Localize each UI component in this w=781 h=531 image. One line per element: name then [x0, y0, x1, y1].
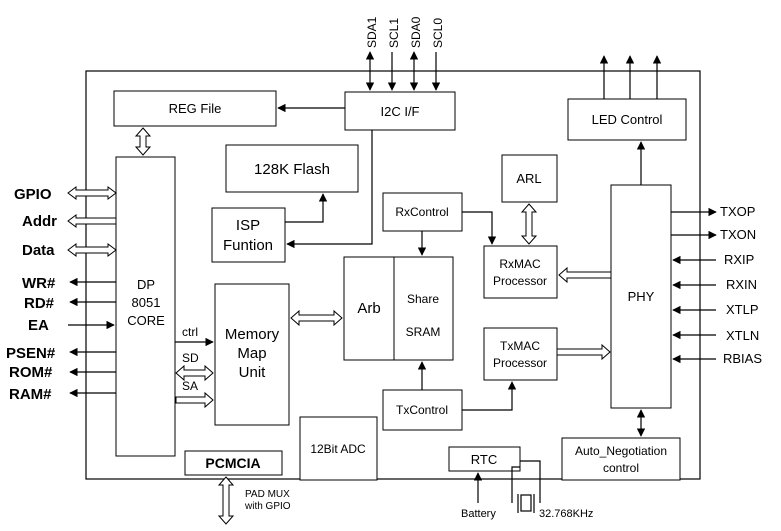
cpu-label-3: CORE — [127, 313, 165, 328]
padmux-label-1: PAD MUX — [245, 489, 290, 500]
pcmcia-label: PCMCIA — [205, 455, 260, 471]
sd-bus-arrow — [175, 364, 214, 382]
chip-outline — [85, 70, 701, 480]
autoneg-block: Auto_Negotiation control — [561, 437, 681, 481]
padmux-label-2: with GPIO — [244, 501, 291, 512]
txmac-label-1: TxMAC — [500, 339, 540, 353]
i2c-block: I2C I/F — [344, 91, 456, 131]
isp-label-1: ISP — [236, 217, 260, 234]
i2c-pin-sda1: SDA1 — [365, 16, 379, 48]
reg-file-label: REG File — [169, 101, 222, 116]
sa-label: SA — [182, 379, 198, 393]
led-output-arrows — [599, 55, 662, 99]
signal-ram: RAM# — [9, 386, 52, 403]
internal-connections — [277, 103, 646, 513]
sa-bus-arrow — [175, 391, 214, 409]
right-line-arrows — [671, 207, 717, 364]
arl-block: ARL — [501, 154, 558, 203]
signal-rom: ROM# — [9, 364, 53, 381]
signal-xtln: XTLN — [726, 328, 759, 343]
ctrl-label: ctrl — [182, 325, 198, 339]
mmu-label-1: Memory — [225, 326, 280, 343]
rxcontrol-block: RxControl — [382, 192, 463, 232]
isp-label-2: Funtion — [223, 237, 273, 254]
signal-rxin: RXIN — [726, 277, 757, 292]
led-label: LED Control — [592, 112, 663, 127]
signal-rxip: RXIP — [724, 252, 754, 267]
rxcontrol-label: RxControl — [395, 205, 448, 219]
autoneg-label-1: Auto_Negotiation — [575, 444, 667, 458]
autoneg-label-2: control — [603, 461, 639, 475]
txcontrol-label: TxControl — [396, 403, 448, 417]
phy-rxmac-bus — [558, 266, 612, 284]
mmu-label-2: Map — [237, 345, 266, 362]
addr-bus-arrow — [67, 214, 117, 228]
signal-txon: TXON — [720, 227, 756, 242]
mmu-label-3: Unit — [239, 364, 267, 381]
bus-labels: ctrl SD SA — [182, 325, 199, 393]
led-block: LED Control — [567, 98, 687, 141]
rxmac-block: RxMAC Processor — [483, 245, 558, 299]
data-bus-arrow — [67, 243, 117, 257]
left-signal-labels: GPIO Addr Data WR# RD# EA PSEN# ROM# RAM… — [6, 186, 57, 403]
txmac-label-2: Processor — [493, 356, 547, 370]
signal-addr: Addr — [22, 213, 57, 230]
i2c-pin-sda0: SDA0 — [409, 16, 423, 48]
left-bus-arrows — [67, 186, 117, 257]
crystal-label: 32.768KHz — [539, 508, 593, 520]
flash-block: 128K Flash — [225, 144, 359, 193]
arb-label: Arb — [357, 300, 380, 317]
rxmac-label-2: Processor — [493, 274, 547, 288]
pcmcia-padmux-bus — [217, 476, 235, 525]
cpu-label-1: DP — [137, 277, 155, 292]
rtc-label: RTC — [471, 452, 497, 467]
mmu-block: Memory Map Unit — [214, 283, 290, 426]
i2c-pin-labels: SDA1 SCL1 SDA0 SCL0 — [365, 16, 445, 48]
cpu-block: DP 8051 CORE — [115, 156, 176, 457]
i2c-pin-scl1: SCL1 — [387, 18, 401, 48]
arb-sram-block: Arb Share SRAM — [343, 256, 454, 361]
i2c-pin-scl0: SCL0 — [431, 18, 445, 48]
signal-ea: EA — [28, 317, 49, 334]
rtc-block: RTC — [448, 446, 521, 472]
internal-bus-arrows — [134, 127, 612, 525]
right-signal-labels: TXOP TXON RXIP RXIN XTLP XTLN RBIAS — [720, 204, 762, 366]
signal-psen: PSEN# — [6, 345, 56, 362]
sd-label: SD — [182, 351, 199, 365]
signal-gpio: GPIO — [14, 186, 52, 203]
signal-rbias: RBIAS — [723, 351, 762, 366]
arl-label: ARL — [516, 171, 541, 186]
txmac-block: TxMAC Processor — [483, 327, 558, 381]
rxmac-label-1: RxMAC — [499, 257, 541, 271]
signal-txop: TXOP — [720, 204, 755, 219]
signal-wr: WR# — [22, 275, 56, 292]
reg-file-block: REG File — [113, 90, 277, 127]
battery-label: Battery — [461, 508, 496, 520]
sram-label-2: SRAM — [406, 325, 441, 339]
i2c-pin-arrows — [365, 51, 441, 91]
cpu-label-2: 8051 — [132, 295, 161, 310]
mmu-arb-bus — [290, 309, 343, 327]
bottom-labels: PAD MUX with GPIO Battery 32.768KHz — [244, 489, 593, 520]
adc-block: 12Bit ADC — [299, 416, 378, 481]
pcmcia-block: PCMCIA — [184, 450, 283, 476]
flash-label: 128K Flash — [254, 161, 330, 178]
phy-label: PHY — [628, 289, 655, 304]
signal-data: Data — [22, 242, 55, 259]
phy-block: PHY — [610, 184, 672, 409]
left-line-arrows — [68, 277, 116, 398]
adc-label: 12Bit ADC — [310, 442, 366, 456]
i2c-label: I2C I/F — [380, 104, 419, 119]
signal-rd: RD# — [24, 295, 55, 312]
txmac-phy-bus — [556, 343, 611, 361]
signal-xtlp: XTLP — [726, 302, 759, 317]
gpio-bus-arrow — [67, 186, 117, 200]
arl-rxmac-bus — [520, 203, 538, 245]
txcontrol-block: TxControl — [382, 389, 463, 431]
regfile-cpu-bus — [134, 127, 152, 156]
isp-block: ISP Funtion — [211, 207, 286, 263]
sram-label-1: Share — [407, 292, 439, 306]
